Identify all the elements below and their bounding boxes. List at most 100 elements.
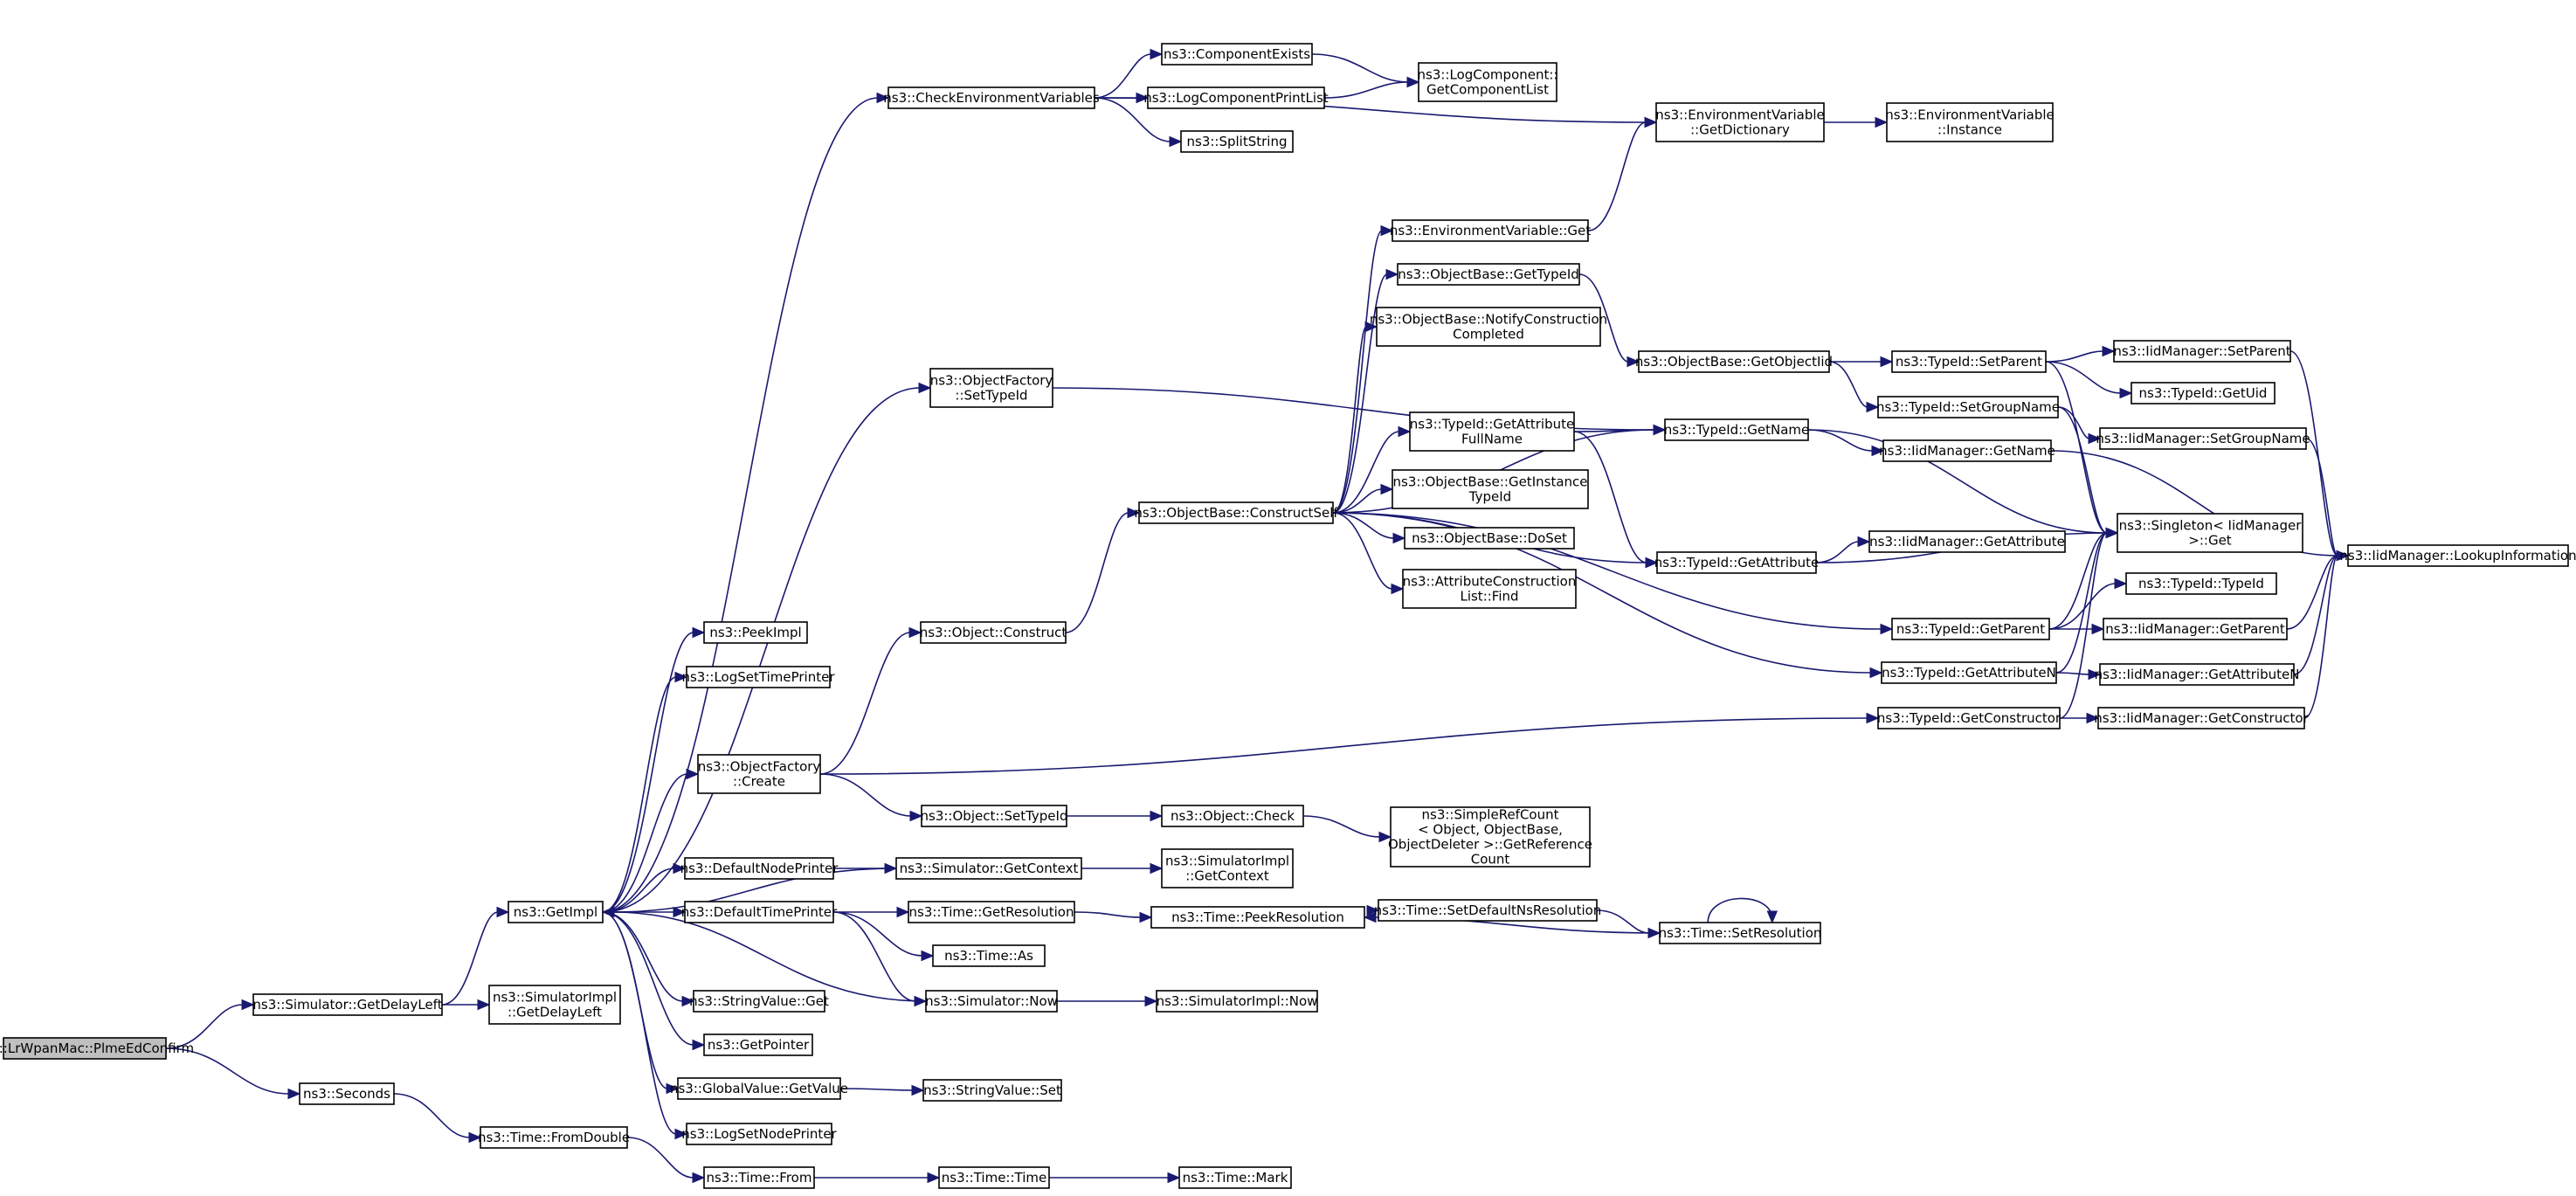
- node-label: ns3::TypeId::SetParent: [1896, 354, 2042, 370]
- node-ob-get-object-iid[interactable]: ns3::ObjectBase::GetObjectIid: [1635, 350, 1833, 373]
- node-ti-get-attribute-n[interactable]: ns3::TypeId::GetAttributeN: [1881, 661, 2057, 684]
- node-box: [1877, 396, 2059, 418]
- node-ev-get-dictionary[interactable]: ns3::EnvironmentVariable::GetDictionary: [1655, 102, 1825, 142]
- edge-line: [602, 911, 677, 1135]
- node-sim-impl-now[interactable]: ns3::SimulatorImpl::Now: [1156, 990, 1318, 1013]
- node-obj-check[interactable]: ns3::Object::Check: [1161, 805, 1304, 827]
- node-ti-type-id[interactable]: ns3::TypeId::TypeId: [2125, 572, 2277, 595]
- edge-line: [2045, 361, 2122, 394]
- node-label: ns3::TypeId::GetAttributeN: [1882, 665, 2056, 681]
- edge-arrowhead: [692, 1039, 706, 1051]
- node-ev-instance[interactable]: ns3::EnvironmentVariable::Instance: [1885, 102, 2055, 142]
- node-im-get-attribute[interactable]: ns3::IidManager::GetAttribute: [1868, 530, 2066, 553]
- node-ti-get-attribute[interactable]: ns3::TypeId::GetAttribute: [1654, 551, 1819, 574]
- node-box: [1161, 805, 1304, 827]
- node-time-set-default-ns[interactable]: ns3::Time::SetDefaultNsResolution: [1374, 899, 1602, 922]
- node-im-get-attribute-n[interactable]: ns3::IidManager::GetAttributeN: [2095, 663, 2300, 686]
- node-seconds[interactable]: ns3::Seconds: [299, 1082, 395, 1105]
- node-label: ns3::Object::SetTypeId: [921, 808, 1068, 824]
- node-time-peek-resolution[interactable]: ns3::Time::PeekResolution: [1150, 906, 1365, 929]
- node-time-set-resolution[interactable]: ns3::Time::SetResolution: [1659, 922, 1822, 944]
- node-label: ns3::IidManager::SetParent: [2113, 343, 2290, 359]
- node-label: ns3::Object::Check: [1171, 808, 1295, 824]
- node-im-set-parent[interactable]: ns3::IidManager::SetParent: [2113, 340, 2291, 363]
- node-plme-ed-confirm[interactable]: ns3::LrWpanMac::PlmeEdConfirm: [0, 1037, 194, 1060]
- edge-line: [1578, 273, 1629, 363]
- node-obj-construct[interactable]: ns3::Object::Construct: [920, 621, 1067, 644]
- node-label: ns3::GetImpl: [514, 904, 597, 920]
- node-im-get-constructor[interactable]: ns3::IidManager::GetConstructor: [2094, 707, 2310, 729]
- edge-line: [441, 911, 499, 1006]
- node-im-get-parent[interactable]: ns3::IidManager::GetParent: [2103, 618, 2288, 640]
- node-time-get-resolution[interactable]: ns3::Time::GetResolution: [908, 901, 1075, 923]
- edge-line: [602, 911, 694, 1046]
- node-default-node-printer[interactable]: ns3::DefaultNodePrinter: [680, 857, 839, 880]
- node-ob-do-set[interactable]: ns3::ObjectBase::DoSet: [1404, 527, 1575, 550]
- node-time-as[interactable]: ns3::Time::As: [932, 944, 1046, 967]
- node-obj-set-type-id[interactable]: ns3::Object::SetTypeId: [921, 805, 1068, 827]
- node-check-env[interactable]: ns3::CheckEnvironmentVariables: [883, 86, 1100, 109]
- edge-line: [1302, 815, 1381, 838]
- node-ti-get-constructor[interactable]: ns3::TypeId::GetConstructor: [1877, 707, 2061, 729]
- node-log-set-node-printer[interactable]: ns3::LogSetNodePrinter: [681, 1123, 838, 1145]
- edge-line: [832, 911, 916, 1002]
- node-string-value-set[interactable]: ns3::StringValue::Set: [922, 1079, 1062, 1102]
- node-box: [1161, 848, 1294, 888]
- node-box: [925, 990, 1058, 1013]
- node-get-pointer[interactable]: ns3::GetPointer: [703, 1034, 813, 1056]
- node-singleton-get[interactable]: ns3::Singleton< IidManager>::Get: [2117, 513, 2303, 553]
- node-peek-impl[interactable]: ns3::PeekImpl: [703, 621, 808, 644]
- edge-arrowhead: [1167, 1172, 1181, 1184]
- node-from-double[interactable]: ns3::Time::FromDouble: [478, 1126, 630, 1149]
- node-split-string[interactable]: ns3::SplitString: [1180, 130, 1294, 153]
- node-ti-set-parent[interactable]: ns3::TypeId::SetParent: [1891, 350, 2047, 373]
- node-label: ns3::Time::As: [944, 948, 1033, 964]
- node-ti-set-group-name[interactable]: ns3::TypeId::SetGroupName: [1876, 396, 2060, 418]
- node-box: [686, 1123, 832, 1145]
- node-im-set-group-name[interactable]: ns3::IidManager::SetGroupName: [2096, 427, 2310, 450]
- node-of-create[interactable]: ns3::ObjectFactory::Create: [697, 754, 821, 794]
- node-im-get-name[interactable]: ns3::IidManager::GetName: [1879, 439, 2055, 462]
- node-time-from[interactable]: ns3::Time::From: [703, 1166, 815, 1189]
- node-ob-construct-self[interactable]: ns3::ObjectBase::ConstructSelf: [1134, 501, 1338, 524]
- node-simple-ref-count[interactable]: ns3::SimpleRefCount< Object, ObjectBase,…: [1388, 806, 1592, 868]
- node-log-component-print-list[interactable]: ns3::LogComponentPrintList: [1143, 86, 1329, 109]
- node-box: [1638, 350, 1830, 373]
- node-ti-get-parent[interactable]: ns3::TypeId::GetParent: [1891, 618, 2050, 640]
- node-ob-get-type-id[interactable]: ns3::ObjectBase::GetTypeId: [1397, 263, 1580, 286]
- node-get-impl[interactable]: ns3::GetImpl: [508, 901, 604, 923]
- node-time-time[interactable]: ns3::Time::Time: [938, 1166, 1050, 1189]
- node-sim-impl-get-delay-left[interactable]: ns3::SimulatorImpl::GetDelayLeft: [488, 985, 621, 1025]
- node-default-time-printer[interactable]: ns3::DefaultTimePrinter: [681, 901, 838, 923]
- node-box: [1150, 906, 1365, 929]
- node-sim-get-context[interactable]: ns3::Simulator::GetContext: [895, 857, 1082, 880]
- edge-sim-now-to-sim-impl-now: [1056, 995, 1158, 1007]
- edge-arrowhead: [1150, 862, 1164, 875]
- node-time-mark[interactable]: ns3::Time::Mark: [1178, 1166, 1292, 1189]
- node-lc-get-component-list[interactable]: ns3::LogComponent::GetComponentList: [1418, 62, 1558, 102]
- node-of-set-type-id[interactable]: ns3::ObjectFactory::SetTypeId: [929, 368, 1053, 408]
- node-string-value-get[interactable]: ns3::StringValue::Get: [689, 990, 829, 1013]
- edge-im-get-attribute-n-to-im-lookup-information: [2293, 550, 2350, 675]
- node-log-set-time-printer[interactable]: ns3::LogSetTimePrinter: [681, 666, 835, 688]
- node-ti-get-name[interactable]: ns3::TypeId::GetName: [1664, 418, 1809, 441]
- node-sim-impl-get-context[interactable]: ns3::SimulatorImpl::GetContext: [1161, 848, 1294, 888]
- node-label: ns3::TypeId::SetGroupName: [1876, 399, 2060, 415]
- node-ev-get[interactable]: ns3::EnvironmentVariable::Get: [1390, 219, 1591, 242]
- node-box: [1868, 530, 2066, 553]
- node-box: [703, 1166, 815, 1189]
- node-component-exists[interactable]: ns3::ComponentExists: [1161, 43, 1313, 66]
- node-ti-get-uid[interactable]: ns3::TypeId::GetUid: [2131, 382, 2276, 404]
- edge-ob-get-object-iid-to-ti-set-parent: [1828, 356, 1894, 368]
- node-im-lookup-information[interactable]: ns3::IidManager::LookupInformation: [2339, 544, 2576, 567]
- node-gv-get-value[interactable]: ns3::GlobalValue::GetValue: [670, 1077, 848, 1100]
- node-ob-notify[interactable]: ns3::ObjectBase::NotifyConstructionCompl…: [1370, 307, 1607, 347]
- node-label: ::GetDelayLeft: [508, 1005, 602, 1020]
- edge-line: [2293, 555, 2338, 675]
- node-sim-now[interactable]: ns3::Simulator::Now: [925, 990, 1058, 1013]
- node-sim-get-delay-left[interactable]: ns3::Simulator::GetDelayLeft: [252, 993, 443, 1016]
